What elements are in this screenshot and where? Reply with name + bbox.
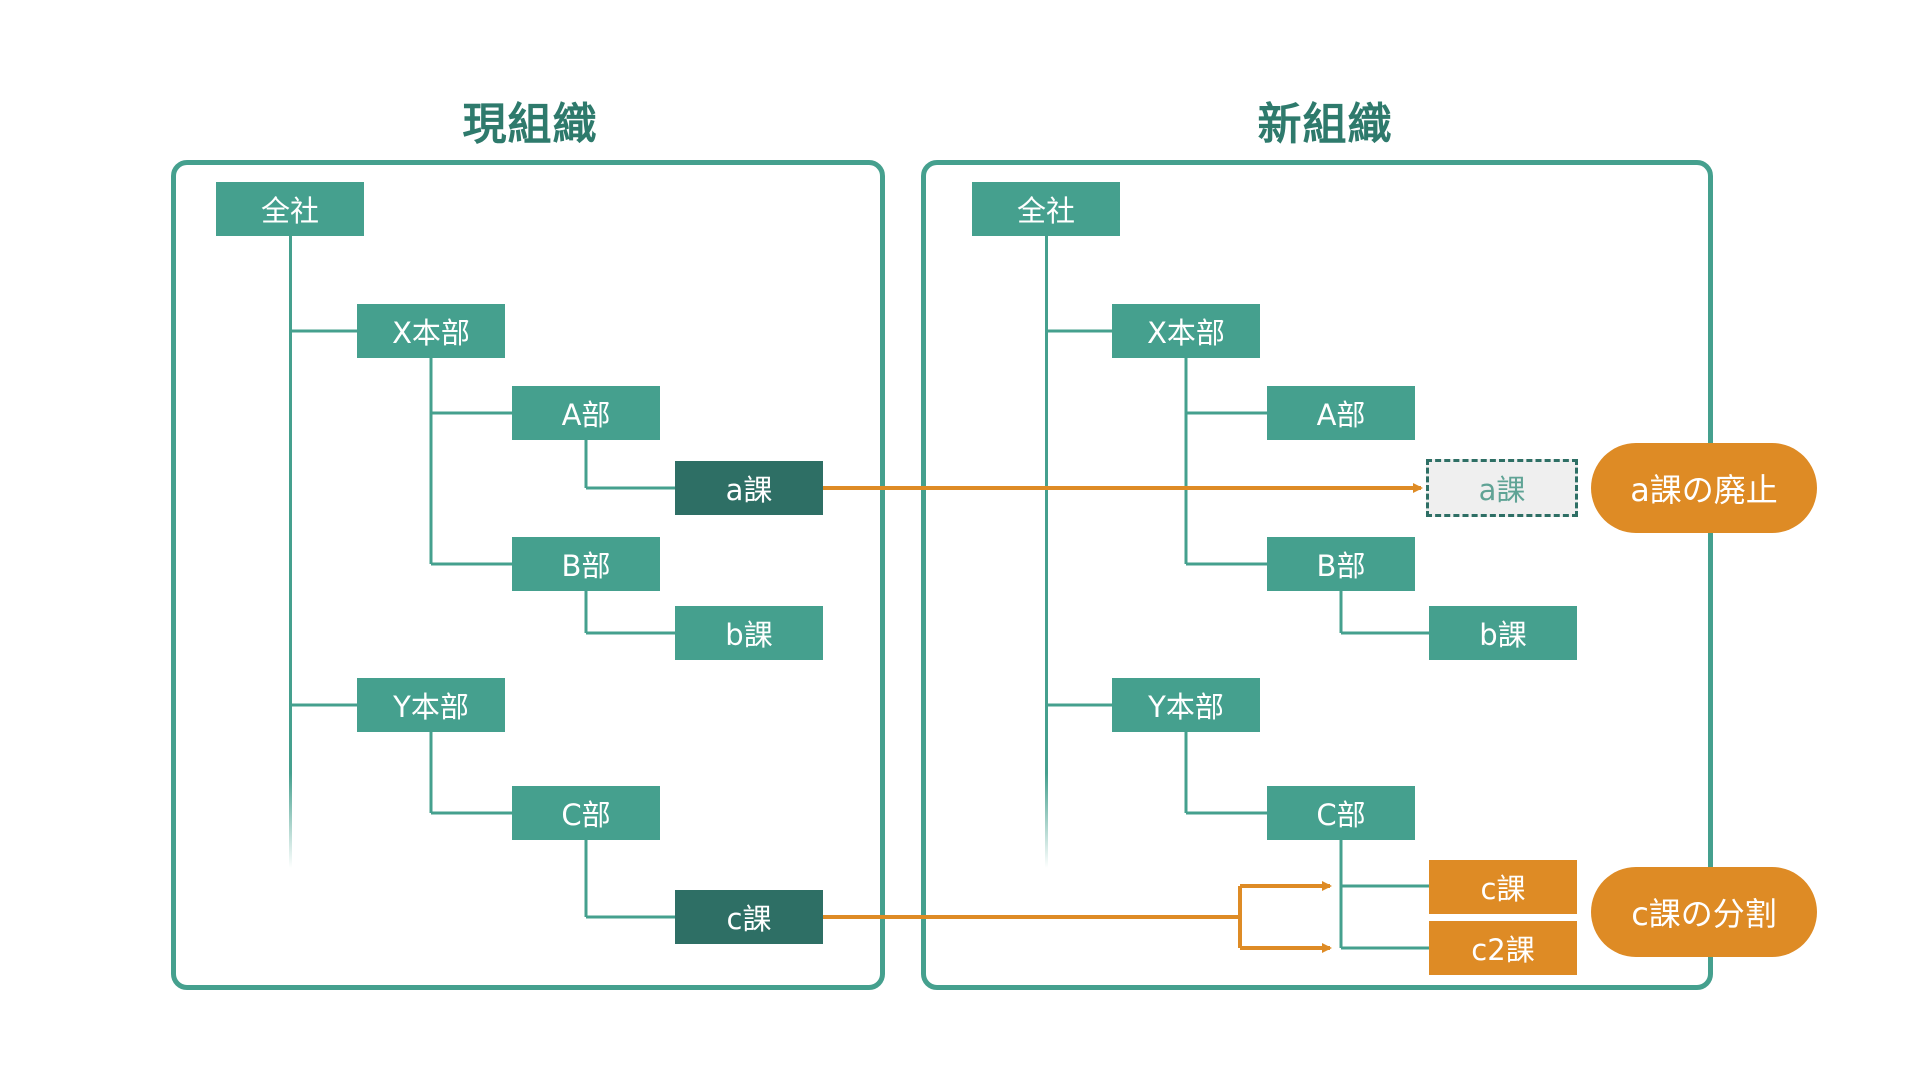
current-dept-a-node: A部 <box>512 386 660 440</box>
new-x-division-node: X本部 <box>1112 304 1260 358</box>
new-dept-c-node: C部 <box>1267 786 1415 840</box>
current-section-a-node: a課 <box>675 461 823 515</box>
current-section-b-node: b課 <box>675 606 823 660</box>
current-org-panel <box>171 160 885 990</box>
current-company-node: 全社 <box>216 182 364 236</box>
split-callout: c課の分割 <box>1591 867 1817 957</box>
new-company-node: 全社 <box>972 182 1120 236</box>
split-arrow <box>823 884 1330 950</box>
new-section-c2-node: c2課 <box>1429 921 1577 975</box>
new-y-division-node: Y本部 <box>1112 678 1260 732</box>
new-org-panel <box>921 160 1713 990</box>
current-x-division-node: X本部 <box>357 304 505 358</box>
new-org-title: 新組織 <box>1257 99 1393 150</box>
new-section-a-removed-node: a課 <box>1426 459 1578 517</box>
current-section-c-node: c課 <box>675 890 823 944</box>
new-section-c-node: c課 <box>1429 860 1577 914</box>
new-org-connectors <box>1045 236 1429 950</box>
abolish-callout: a課の廃止 <box>1591 443 1817 533</box>
new-dept-a-node: A部 <box>1267 386 1415 440</box>
new-dept-b-node: B部 <box>1267 537 1415 591</box>
current-y-division-node: Y本部 <box>357 678 505 732</box>
current-trunk-line <box>289 236 292 868</box>
new-trunk-line <box>1045 236 1048 868</box>
current-dept-c-node: C部 <box>512 786 660 840</box>
current-org-title: 現組織 <box>462 99 598 150</box>
current-dept-b-node: B部 <box>512 537 660 591</box>
new-section-b-node: b課 <box>1429 606 1577 660</box>
current-org-connectors <box>289 236 675 919</box>
change-arrows <box>823 483 1423 953</box>
